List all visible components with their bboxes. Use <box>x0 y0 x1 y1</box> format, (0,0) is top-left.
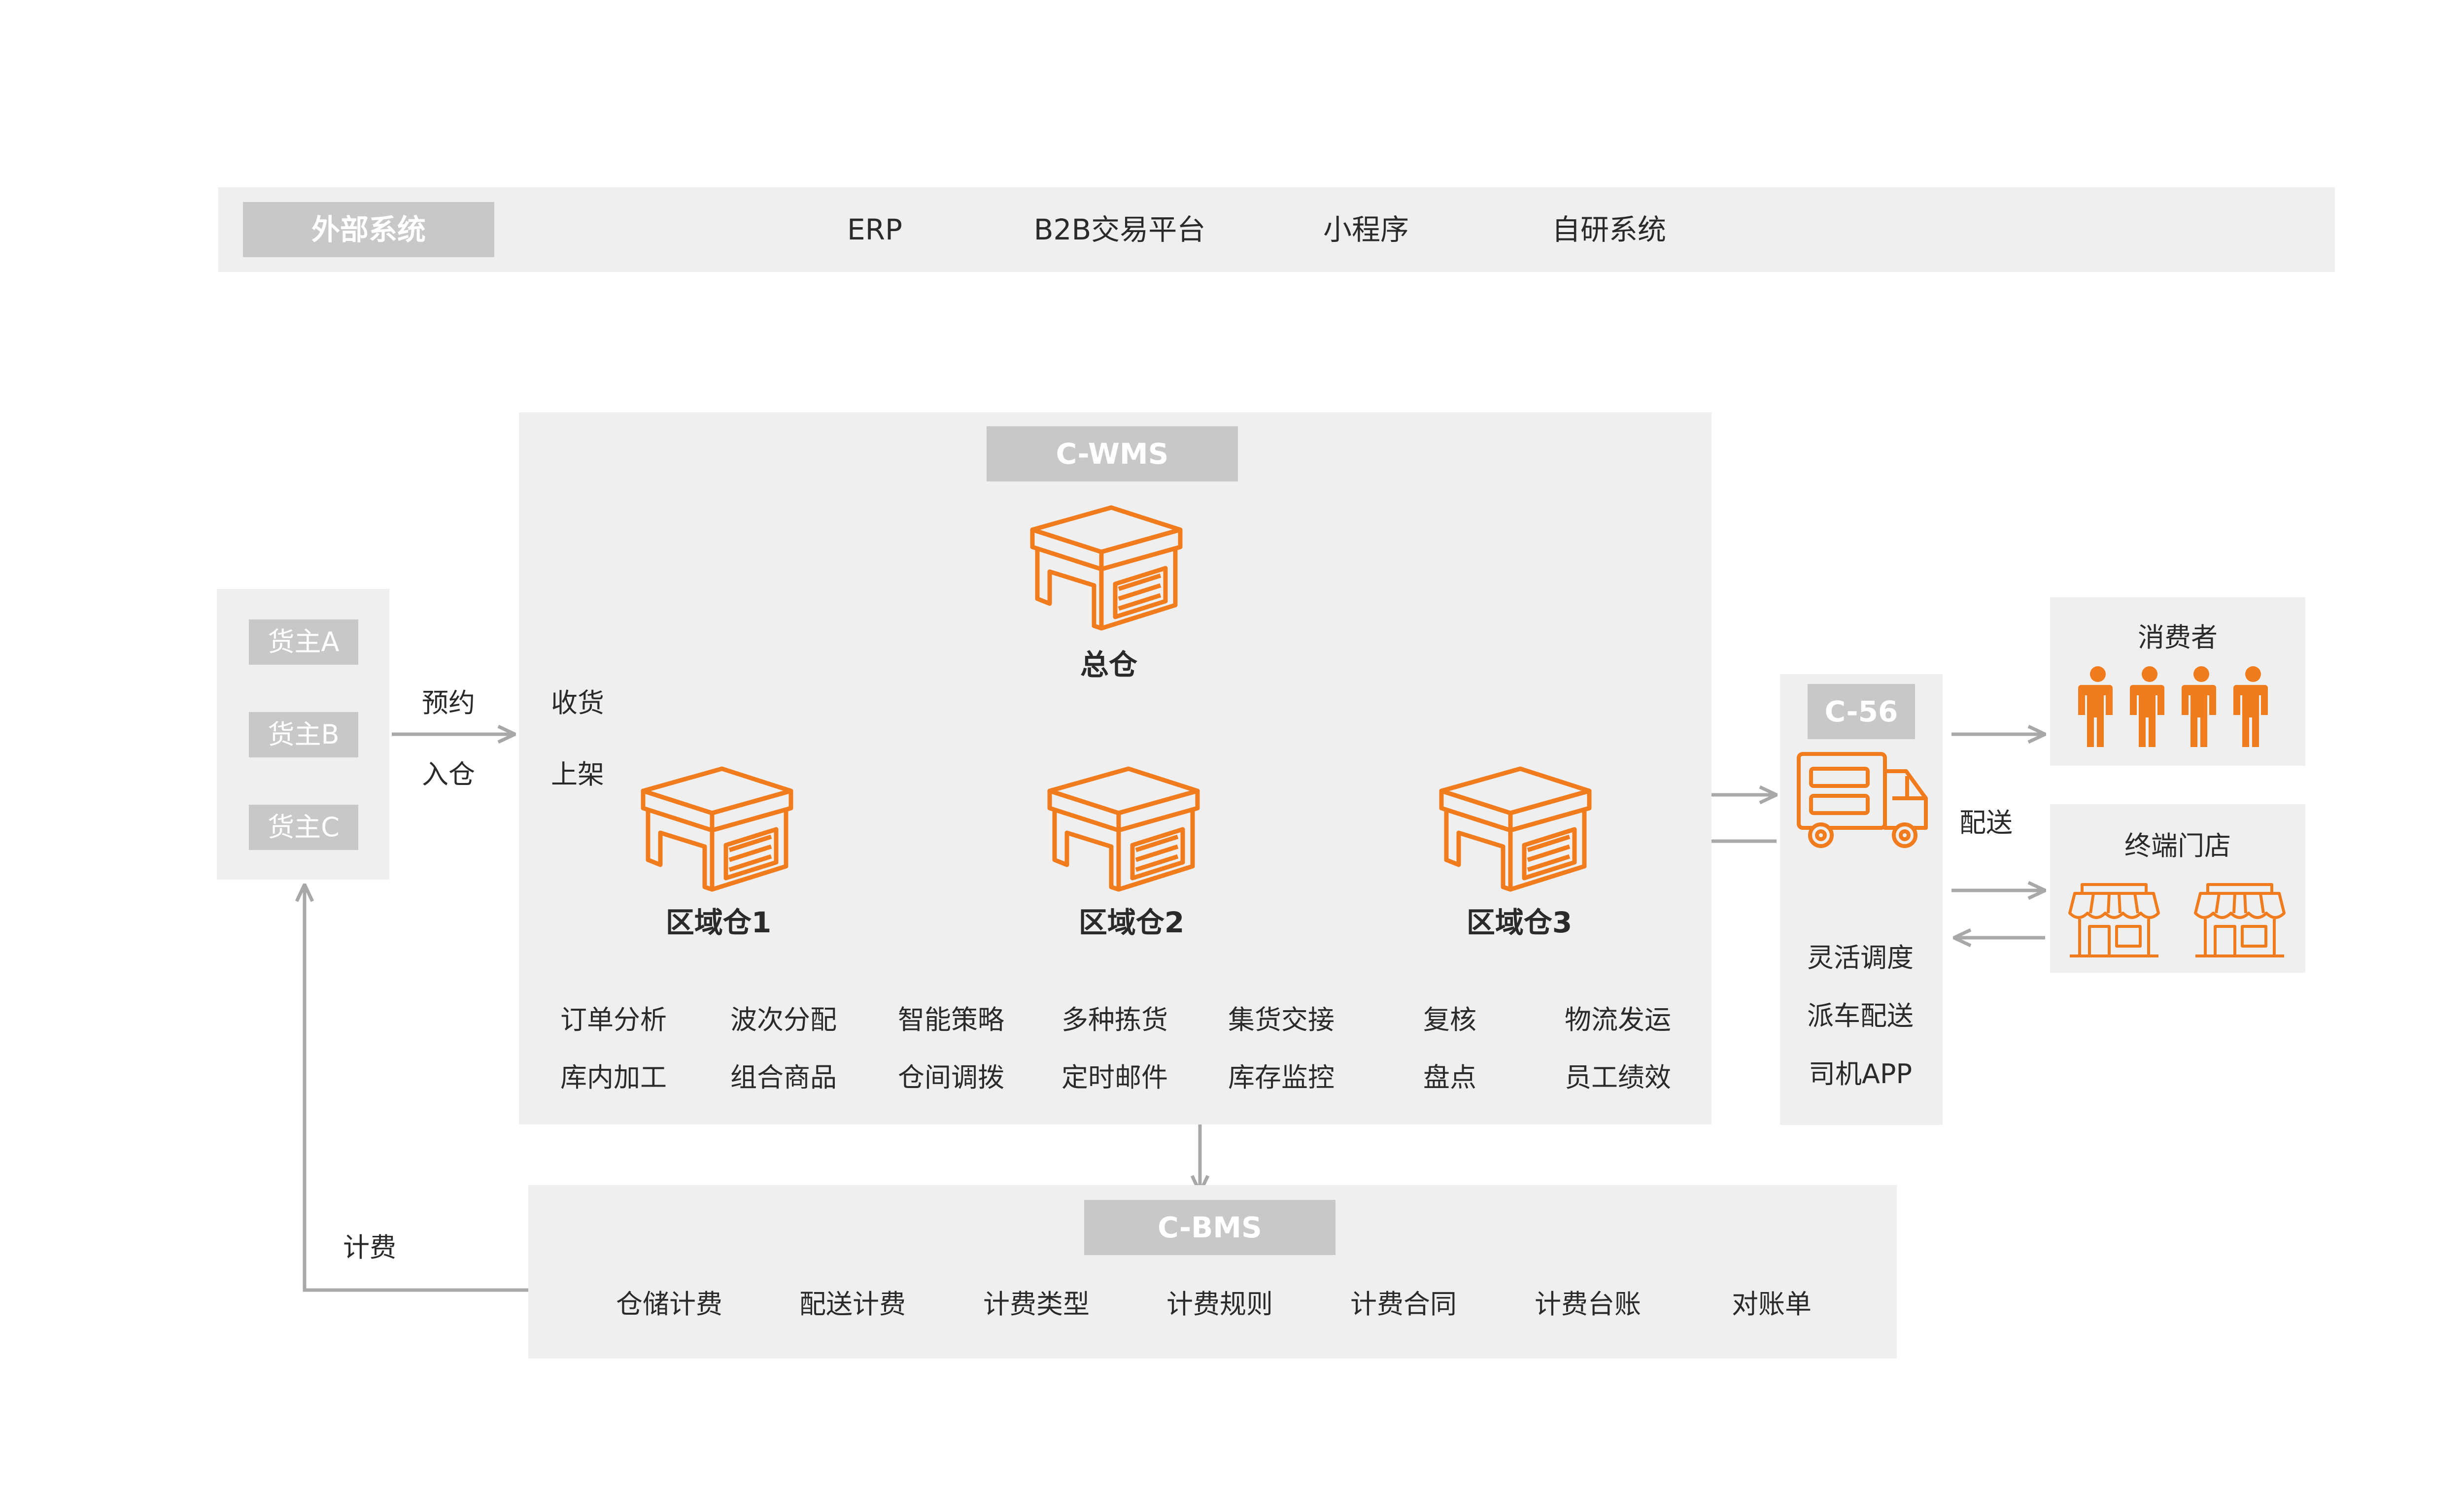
label-receive: 收货 <box>551 687 604 718</box>
label-enter: 入仓 <box>422 759 475 790</box>
warehouse-regional-2-icon <box>1047 766 1200 892</box>
delivery-tag: C-56 <box>1808 684 1915 739</box>
delivery-label: 配送 <box>1959 807 2013 838</box>
wms-feature: 定时邮件 <box>1061 1062 1168 1093</box>
label-reserve: 预约 <box>422 687 475 718</box>
external-item-inhouse: 自研系统 <box>1551 213 1667 246</box>
delivery-feature: 灵活调度 <box>1807 942 1914 973</box>
people-icon <box>2078 666 2268 747</box>
external-item-erp: ERP <box>847 213 902 246</box>
wms-feature: 订单分析 <box>560 1004 667 1035</box>
wms-feature: 复核 <box>1423 1004 1476 1035</box>
external-item-b2b: B2B交易平台 <box>1033 213 1206 246</box>
bms-tag: C-BMS <box>1084 1200 1335 1255</box>
consumers-title: 消费者 <box>2138 622 2218 653</box>
wms-feature: 物流发运 <box>1565 1004 1671 1035</box>
external-systems-tag: 外部系统 <box>243 202 494 257</box>
wms-feature: 库内加工 <box>560 1062 667 1093</box>
external-item-miniprogram: 小程序 <box>1323 213 1409 246</box>
delivery-feature: 司机APP <box>1808 1058 1913 1090</box>
store-icon <box>2068 883 2160 957</box>
regional-warehouse-2-label: 区域仓2 <box>1078 906 1185 939</box>
wms-feature: 盘点 <box>1423 1062 1476 1093</box>
truck-icon <box>1797 752 1928 848</box>
warehouse-regional-3-icon <box>1439 766 1592 892</box>
warehouse-regional-1-icon <box>641 766 793 892</box>
regional-warehouse-3-label: 区域仓3 <box>1466 906 1573 939</box>
wms-feature: 智能策略 <box>898 1004 1004 1035</box>
warehouse-main-icon <box>1030 505 1183 631</box>
delivery-panel <box>1780 674 1943 1125</box>
wms-feature: 员工绩效 <box>1565 1062 1671 1093</box>
wms-feature: 集货交接 <box>1228 1004 1335 1035</box>
billing-label: 计费 <box>343 1232 396 1263</box>
bms-item: 计费类型 <box>983 1289 1090 1320</box>
regional-warehouse-1-label: 区域仓1 <box>665 906 772 939</box>
wms-tag: C-WMS <box>987 426 1238 481</box>
bms-item: 对账单 <box>1732 1289 1812 1320</box>
bms-item: 计费台账 <box>1535 1289 1641 1320</box>
label-shelve: 上架 <box>551 759 604 790</box>
bms-item: 计费规则 <box>1166 1289 1273 1320</box>
bms-item: 配送计费 <box>799 1289 906 1320</box>
store-icon <box>2194 883 2286 957</box>
owner-c-tag: 货主C <box>249 805 358 850</box>
arrow-billing-to-owners <box>305 885 552 1292</box>
wms-feature: 库存监控 <box>1228 1062 1335 1093</box>
wms-feature: 多种拣货 <box>1061 1004 1168 1035</box>
external-systems-bar <box>218 187 2335 272</box>
bms-item: 仓储计费 <box>616 1289 722 1320</box>
wms-feature: 仓间调拨 <box>898 1062 1004 1093</box>
owner-a-tag: 货主A <box>249 619 358 665</box>
bms-item: 计费合同 <box>1350 1289 1457 1320</box>
delivery-feature: 派车配送 <box>1807 1000 1914 1031</box>
main-warehouse-label: 总仓 <box>1080 648 1138 681</box>
stores-title: 终端门店 <box>2124 830 2231 861</box>
owner-b-tag: 货主B <box>249 712 358 757</box>
wms-feature: 波次分配 <box>730 1004 837 1035</box>
wms-feature: 组合商品 <box>730 1062 837 1093</box>
